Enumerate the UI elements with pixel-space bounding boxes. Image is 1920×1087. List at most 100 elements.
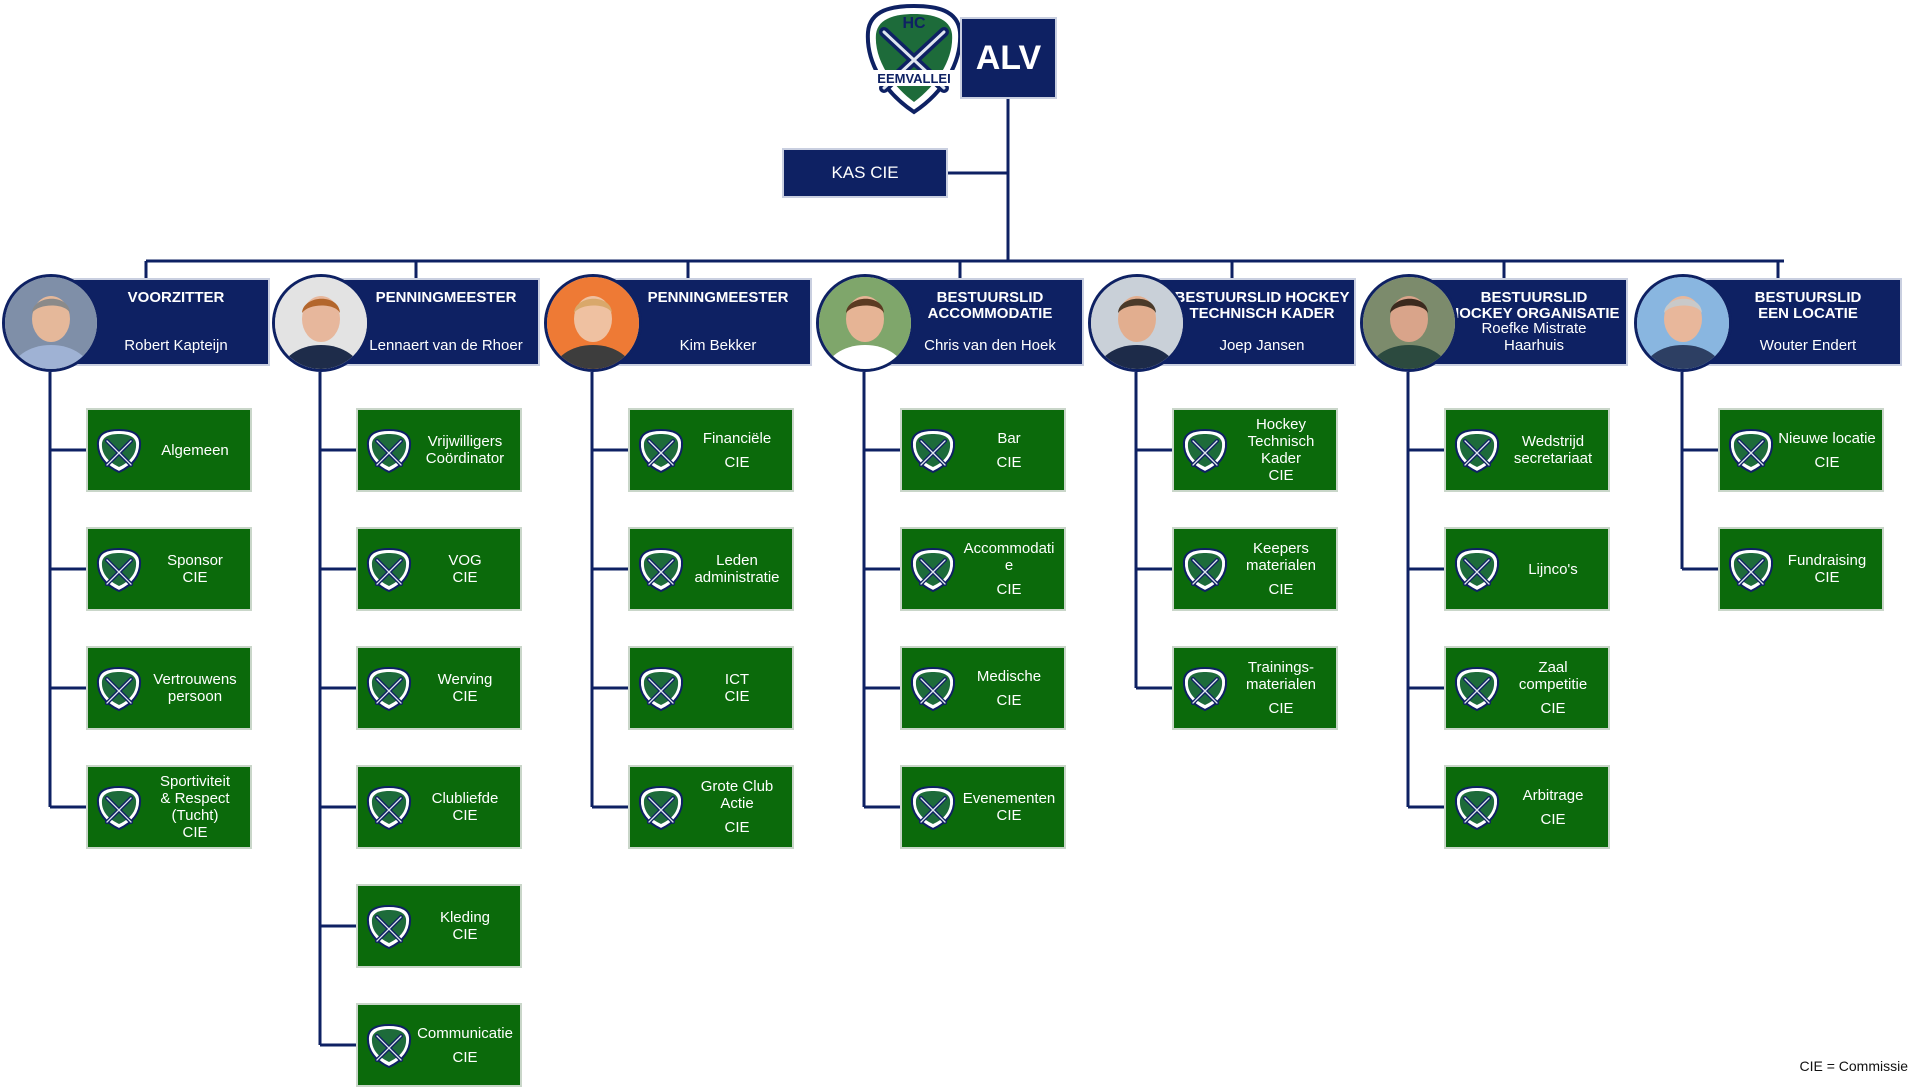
profile-photo	[816, 274, 914, 372]
committee-box: Sportiviteit& Respect(Tucht)CIE	[86, 765, 252, 849]
kas-cie-label: KAS CIE	[831, 163, 899, 182]
alv-label: ALV	[975, 38, 1042, 77]
club-shield-icon	[366, 666, 412, 712]
committee-sublabel: CIE	[1814, 453, 1840, 471]
profile-photo-icon	[1637, 277, 1729, 369]
club-shield-icon	[638, 666, 684, 712]
club-shield-icon	[96, 547, 142, 593]
club-shield-icon	[638, 785, 684, 831]
club-shield-icon	[366, 904, 412, 950]
profile-photo	[544, 274, 642, 372]
committee-label-group: Sportiviteit& Respect(Tucht)CIE	[142, 767, 248, 847]
club-shield-icon	[1728, 547, 1774, 593]
club-shield-icon	[1454, 785, 1500, 831]
committee-label: Lijnco's	[1528, 560, 1578, 578]
profile-photo	[1088, 274, 1186, 372]
committee-sublabel: CIE	[452, 1048, 478, 1066]
committee-label-group: Algemeen	[142, 410, 248, 490]
committee-sublabel: CIE	[996, 453, 1022, 471]
legend-text: CIE = Commissie	[1799, 1058, 1908, 1074]
profile-photo-icon	[819, 277, 911, 369]
club-shield-icon	[366, 785, 412, 831]
role-title: PENNINGMEESTER	[375, 289, 517, 306]
committee-sublabel: CIE	[1268, 581, 1294, 598]
committee-label: Medische	[976, 667, 1042, 685]
club-shield-icon	[1182, 428, 1228, 474]
profile-photo	[272, 274, 370, 372]
profile-photo-icon	[1363, 277, 1455, 369]
profile-photo-icon	[5, 277, 97, 369]
committee-label: Financiële	[702, 429, 772, 447]
alv-box: ALV	[960, 17, 1057, 99]
logo-text-eemvallei: EEMVALLEI	[877, 71, 950, 86]
club-shield-icon	[366, 1023, 412, 1069]
role-person-name: Wouter Endert	[1759, 337, 1857, 354]
club-shield-icon	[96, 666, 142, 712]
committee-sublabel: CIE	[996, 691, 1022, 709]
club-shield-icon	[910, 547, 956, 593]
committee-label: Nieuwe locatie	[1778, 429, 1876, 447]
club-shield-icon	[1182, 666, 1228, 712]
profile-photo-icon	[547, 277, 639, 369]
committee-label: Communicatie	[417, 1024, 513, 1042]
committee-sublabel: CIE	[996, 581, 1022, 598]
profile-photo-icon	[1091, 277, 1183, 369]
role-person-name: Chris van den Hoek	[924, 337, 1056, 354]
kas-cie-box: KAS CIE	[782, 148, 948, 198]
committee-label: Sportiviteit& Respect(Tucht)CIE	[159, 773, 231, 841]
profile-photo	[2, 274, 100, 372]
club-shield-icon	[1182, 547, 1228, 593]
club-shield-icon	[96, 785, 142, 831]
club-shield-icon	[910, 666, 956, 712]
club-shield-icon	[910, 428, 956, 474]
role-title: VOORZITTER	[127, 289, 225, 306]
